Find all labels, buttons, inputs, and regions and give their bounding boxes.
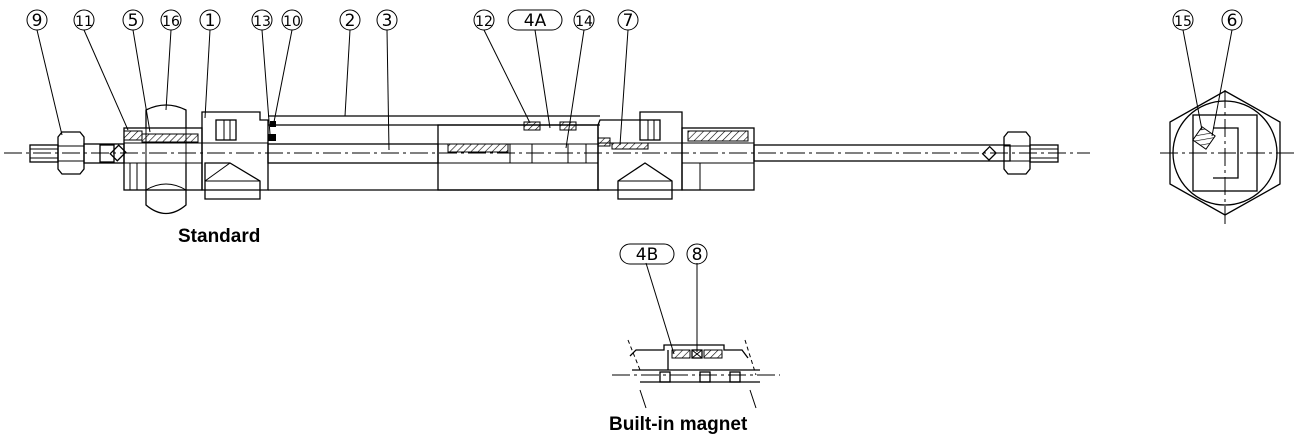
callout-6-label: 6 [1227, 11, 1238, 31]
right-rod-nut [1003, 131, 1031, 175]
callout-7-label: 7 [623, 11, 634, 31]
callout-10: 10 [281, 9, 303, 31]
end-view [1160, 29, 1295, 225]
piston [437, 124, 599, 191]
o-ring-13 [268, 134, 276, 141]
piston-packing-12 [523, 121, 541, 131]
caption-standard: Standard [178, 226, 261, 247]
wear-ring-14 [559, 121, 577, 131]
leader-lines [36, 29, 629, 151]
callout-3-label: 3 [382, 11, 393, 31]
callout-5: 5 [122, 9, 144, 31]
magnet-detail [612, 262, 780, 409]
port-fitting-15 [1192, 126, 1216, 150]
callout-16-label: 16 [162, 14, 180, 30]
callout-1: 1 [199, 9, 221, 31]
callout-8-label: 8 [692, 245, 703, 265]
wiper-ring [123, 130, 143, 141]
callout-7: 7 [617, 9, 639, 31]
head-cover [201, 111, 269, 191]
callout-13-label: 13 [253, 14, 271, 30]
callout-2-label: 2 [345, 11, 356, 31]
callout-14-label: 14 [575, 14, 593, 30]
callout-1-label: 1 [205, 11, 216, 31]
callout-4b: 4B [619, 243, 675, 265]
callout-8: 8 [686, 243, 708, 265]
callout-3: 3 [376, 9, 398, 31]
callout-4a: 4A [507, 9, 563, 31]
end-circle [1172, 100, 1278, 206]
callout-2: 2 [339, 9, 361, 31]
callout-12: 12 [473, 9, 495, 31]
cushion-boss-left [204, 162, 261, 200]
callout-11-label: 11 [75, 14, 93, 30]
callout-16: 16 [160, 9, 182, 31]
bushing [141, 133, 199, 143]
right-piston-rod [753, 144, 1011, 162]
port-left [215, 119, 237, 141]
main-cylinder-section [4, 104, 1090, 215]
magnet-4b [671, 349, 691, 359]
caption-builtin-magnet: Built-in magnet [609, 414, 748, 435]
piston-hatch [447, 143, 509, 153]
o-ring-10 [270, 121, 276, 127]
left-rod-nut [57, 131, 85, 175]
callout-9: 9 [26, 9, 48, 31]
rod-side-cover [597, 111, 683, 191]
callout-6: 6 [1221, 9, 1243, 31]
callout-15-label: 15 [1174, 14, 1192, 30]
callout-4a-label: 4A [524, 11, 547, 31]
callout-5-label: 5 [128, 11, 139, 31]
callout-12-label: 12 [475, 14, 493, 30]
callout-10-label: 10 [283, 14, 301, 30]
callout-13: 13 [251, 9, 273, 31]
mounting-nut-bottom [145, 163, 187, 215]
callout-15: 15 [1172, 9, 1194, 31]
callouts: 9 11 5 16 1 13 10 2 3 12 4A 14 7 15 6 4B… [26, 9, 1243, 265]
callout-9-label: 9 [32, 11, 43, 31]
callout-4b-label: 4B [636, 245, 658, 265]
callout-14: 14 [573, 9, 595, 31]
square-flat [1192, 114, 1258, 192]
right-rod-thread [1029, 144, 1059, 163]
callout-11: 11 [73, 9, 95, 31]
hex-outline [1169, 90, 1281, 216]
cushion-boss-right [617, 162, 673, 200]
port-right [639, 119, 661, 141]
